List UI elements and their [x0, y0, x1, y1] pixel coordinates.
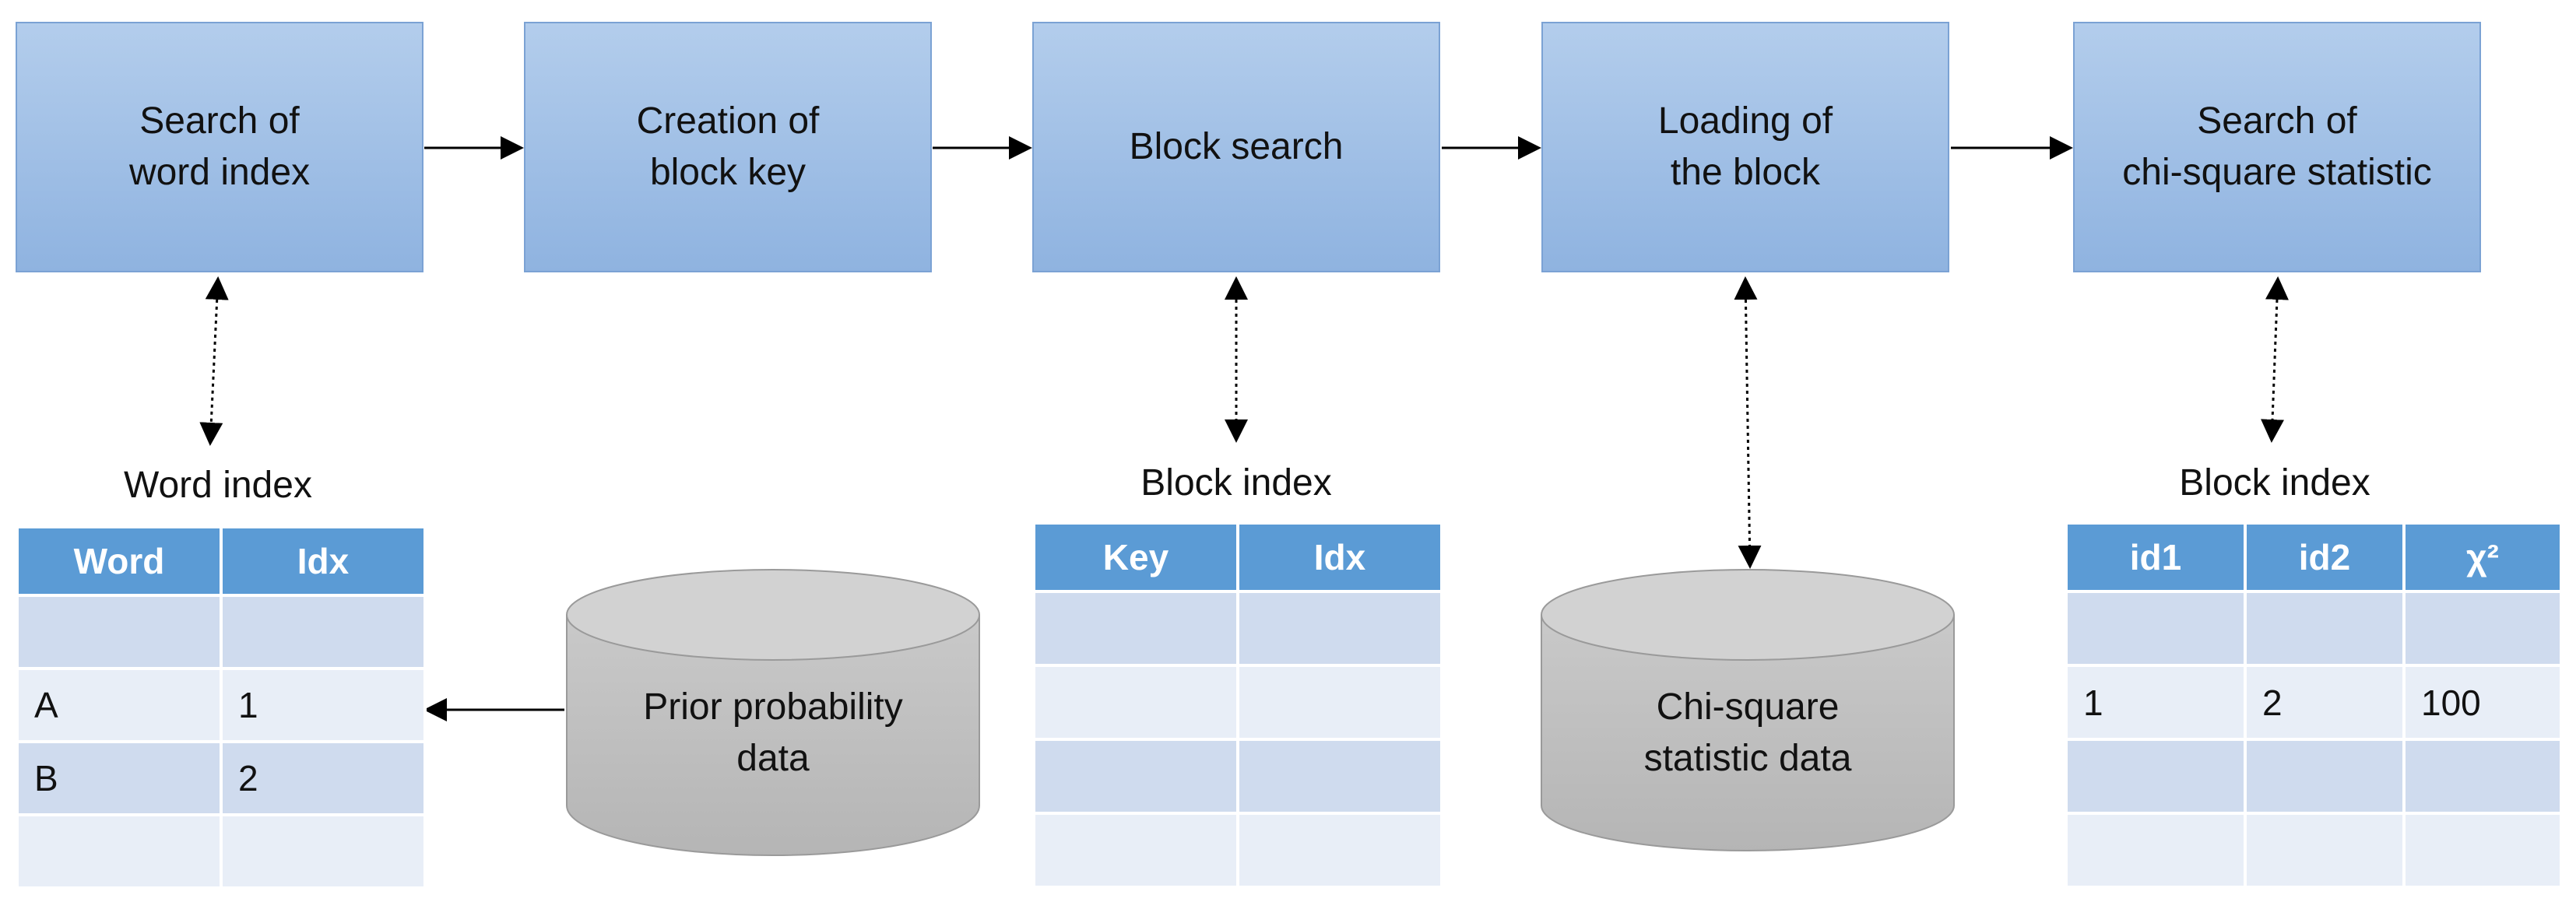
table-row — [1032, 590, 1443, 667]
step-search-word-index: Search of word index — [16, 22, 423, 272]
table-cell — [1236, 590, 1443, 667]
table-cell: 2 — [2244, 664, 2406, 741]
header-cell: id1 — [2065, 521, 2247, 593]
table-cell — [1236, 738, 1443, 815]
table-cell — [1032, 812, 1239, 889]
table-cell: 2 — [220, 740, 427, 816]
dotted-link-block-index-2 — [2261, 276, 2289, 443]
step-label: Block search — [1129, 126, 1344, 167]
header-cell: Key — [1032, 521, 1239, 593]
step-creation-block-key: Creation of block key — [524, 22, 932, 272]
table-cell: 1 — [2065, 664, 2247, 741]
table-cell — [220, 813, 427, 890]
table-cell — [2065, 812, 2247, 889]
table-cell — [1236, 812, 1443, 889]
table-cell: B — [16, 740, 223, 816]
table-row — [2065, 590, 2563, 667]
header-cell: χ² — [2402, 521, 2563, 593]
table-row — [2065, 812, 2563, 889]
database-label-prior: Prior probability data — [643, 686, 903, 779]
block-index-2-table: id1 id2 χ² 1 2 100 — [2065, 521, 2563, 889]
step-label: Creation of block key — [636, 100, 820, 193]
database-cylinder-chi-square — [1541, 569, 1955, 851]
table-cell — [220, 594, 427, 670]
step-block-search: Block search — [1032, 22, 1440, 272]
step-label: Search of word index — [128, 100, 311, 193]
table-cell — [1032, 738, 1239, 815]
table-cell — [2402, 590, 2563, 667]
table-header-row: Word Idx — [16, 525, 427, 597]
table-header-row: Key Idx — [1032, 521, 1443, 593]
table-row: B 2 — [16, 740, 427, 816]
dotted-link-word-index — [199, 276, 229, 446]
table-cell — [2244, 738, 2406, 815]
table-cell — [2065, 738, 2247, 815]
step-label: Search of chi-square statistic — [2122, 100, 2432, 193]
table-cell — [2402, 812, 2563, 889]
step-search-chi-square: Search of chi-square statistic — [2073, 22, 2481, 272]
database-label-chi-square: Chi-square statistic data — [1643, 686, 1852, 779]
block-index-1-title: Block index — [1140, 462, 1332, 504]
header-cell: id2 — [2244, 521, 2406, 593]
table-cell — [2244, 590, 2406, 667]
header-cell: Idx — [220, 525, 427, 597]
dotted-link-chi-square-data — [1734, 276, 1762, 569]
table-cell: 1 — [220, 667, 427, 743]
table-row — [1032, 738, 1443, 815]
table-row — [1032, 812, 1443, 889]
table-cell — [16, 594, 223, 670]
table-row — [16, 594, 427, 670]
table-row — [16, 813, 427, 890]
table-cell — [2402, 738, 2563, 815]
header-cell: Idx — [1236, 521, 1443, 593]
table-cell — [2065, 590, 2247, 667]
table-header-row: id1 id2 χ² — [2065, 521, 2563, 593]
step-loading-block: Loading of the block — [1541, 22, 1949, 272]
table-row: 1 2 100 — [2065, 664, 2563, 741]
block-index-2-title: Block index — [2179, 462, 2370, 504]
step-label: Loading of the block — [1657, 100, 1833, 193]
word-index-table: Word Idx A 1 B 2 — [16, 525, 427, 890]
table-cell: A — [16, 667, 223, 743]
table-cell — [1032, 590, 1239, 667]
table-row — [2065, 738, 2563, 815]
table-row — [1032, 664, 1443, 741]
table-cell — [1032, 664, 1239, 741]
word-index-title: Word index — [124, 465, 312, 506]
table-cell — [2244, 812, 2406, 889]
database-cylinder-prior — [566, 569, 980, 857]
block-index-1-table: Key Idx — [1032, 521, 1443, 889]
table-row: A 1 — [16, 667, 427, 743]
table-cell — [16, 813, 223, 890]
header-cell: Word — [16, 525, 223, 597]
table-cell — [1236, 664, 1443, 741]
table-cell: 100 — [2402, 664, 2563, 741]
